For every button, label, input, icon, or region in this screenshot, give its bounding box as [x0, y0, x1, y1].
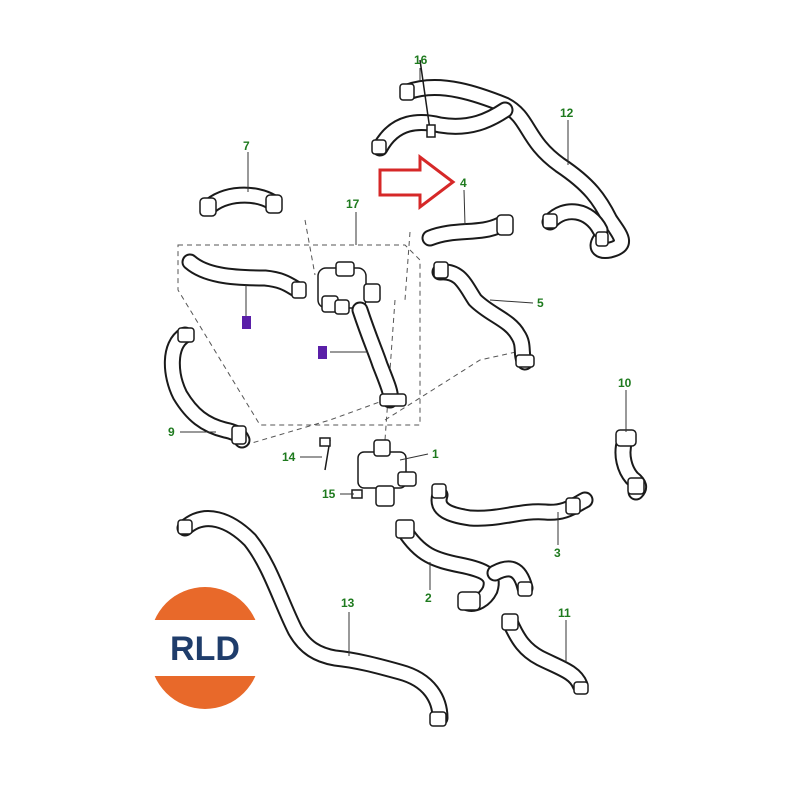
highlight-marker [242, 316, 251, 329]
hose-part-4 [421, 214, 514, 247]
callout-14: 14 [282, 450, 296, 464]
rld-logo: RLD [150, 587, 260, 709]
leader-lines [180, 68, 627, 662]
housing-part-1 [319, 437, 417, 507]
hose-part-2 [395, 519, 534, 612]
assembly-outline [177, 244, 421, 426]
callout-4: 4 [460, 176, 467, 190]
thermostat-housing [317, 261, 381, 315]
hose-part-3 [430, 483, 594, 527]
hose-part-assembly-upper [181, 253, 307, 299]
callout-11: 11 [558, 606, 571, 620]
callout-1: 1 [432, 447, 439, 461]
callout-9: 9 [168, 425, 175, 439]
callout-17: 17 [346, 197, 360, 211]
hose-part-13 [176, 510, 449, 727]
guide-line [384, 349, 526, 421]
hose-part-11 [501, 613, 589, 695]
callout-2: 2 [425, 591, 432, 605]
callout-7: 7 [243, 139, 250, 153]
callout-12: 12 [560, 106, 574, 120]
red-arrow-icon [378, 153, 456, 211]
guide-line [304, 219, 316, 276]
callout-3: 3 [554, 546, 561, 560]
logo-text: RLD [170, 630, 240, 668]
guide-line [244, 399, 386, 446]
callout-16: 16 [414, 53, 428, 67]
hose-part-5 [431, 261, 535, 371]
hose-part-12 [371, 59, 630, 259]
hose-part-assembly-lower [351, 301, 407, 409]
highlight-marker [318, 346, 327, 359]
callout-13: 13 [341, 596, 355, 610]
callout-10: 10 [618, 376, 632, 390]
hose-part-9 [163, 326, 251, 449]
callout-5: 5 [537, 296, 544, 310]
callout-15: 15 [322, 487, 336, 501]
hose-part-10 [614, 429, 648, 501]
hose-part-7 [199, 186, 283, 217]
guide-line [404, 231, 411, 301]
